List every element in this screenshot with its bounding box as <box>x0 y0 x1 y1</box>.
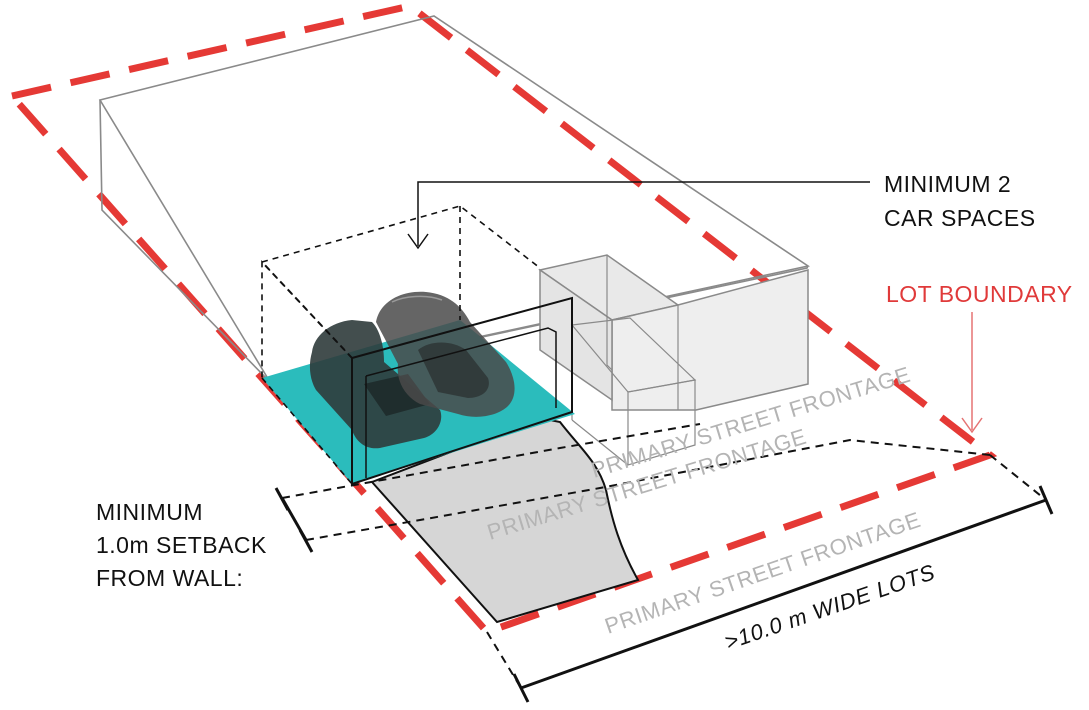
setback-dashed-lower <box>305 438 991 541</box>
setback-dashed-line <box>281 423 701 499</box>
lot-width-dimension <box>486 454 1054 703</box>
setback-label-line1: MINIMUM <box>96 499 203 525</box>
car-right <box>376 291 515 417</box>
annex-block <box>538 254 809 411</box>
car-spaces-leader <box>407 181 870 250</box>
min-car-spaces-label-line1: MINIMUM 2 <box>884 171 1011 197</box>
setback-dimension <box>274 487 314 553</box>
setback-label-line2: 1.0m SETBACK <box>96 532 267 558</box>
setback-label-line3: FROM WALL: <box>96 565 243 591</box>
lot-boundary-leader <box>961 312 983 434</box>
min-car-spaces-label-line2: CAR SPACES <box>884 205 1036 231</box>
garage-box <box>261 205 573 487</box>
lot-boundary-label: LOT BOUNDARY <box>886 281 1073 307</box>
